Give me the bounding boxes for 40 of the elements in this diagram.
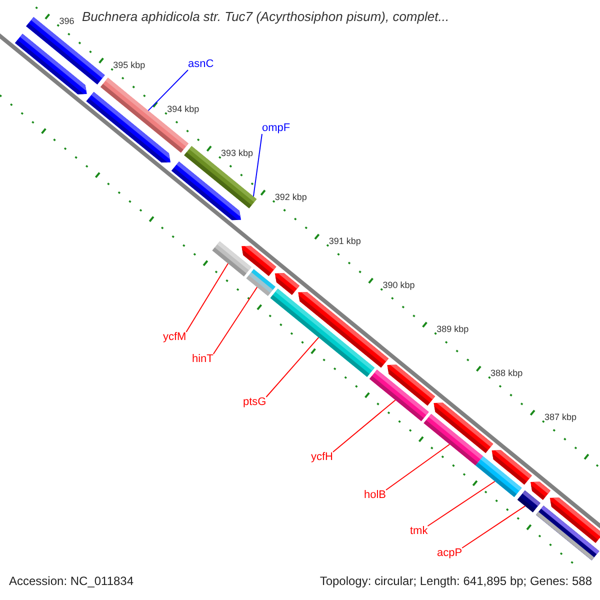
- scale-label: 388 kbp: [490, 369, 523, 378]
- scale-label: 392 kbp: [274, 193, 307, 202]
- gene-bar: [517, 490, 540, 512]
- gene-label: ycfH: [311, 452, 333, 463]
- scale-label: 394 kbp: [167, 105, 200, 114]
- gene-label: ycfM: [163, 332, 186, 343]
- scale-label: 396: [59, 17, 74, 26]
- leader-line: [148, 70, 188, 112]
- leader-line: [332, 400, 396, 452]
- gene-bar: [476, 456, 522, 498]
- leader-line: [386, 444, 450, 490]
- gene-label: ompF: [262, 123, 290, 134]
- leader-line: [212, 286, 258, 354]
- gene-block: [14, 34, 87, 94]
- scale-label: 390 kbp: [382, 281, 415, 290]
- scale-label: 389 kbp: [436, 325, 469, 334]
- leader-line: [462, 506, 526, 548]
- scale-label: 395 kbp: [113, 61, 146, 70]
- gene-block: [171, 161, 242, 220]
- gene-bar: [369, 370, 429, 422]
- gene-bar: [536, 506, 600, 560]
- gene-bar: [246, 269, 276, 296]
- leader-line: [186, 262, 229, 332]
- gene-bar: [270, 288, 375, 377]
- gene-label: holB: [364, 490, 386, 501]
- gene-bar: [424, 414, 484, 466]
- gene-label: ptsG: [243, 397, 266, 408]
- scale-label: 391 kbp: [328, 237, 361, 246]
- gene-label: acpP: [437, 548, 462, 559]
- title: Buchnera aphidicola str. Tuc7 (Acyrthosiphon pisum), complet...: [82, 9, 450, 26]
- gene-label: hinT: [192, 354, 214, 365]
- scale-label: 393 kbp: [220, 149, 254, 158]
- gene-label: tmk: [410, 526, 428, 537]
- gene-bar: [212, 241, 252, 276]
- scale-label: 387 kbp: [544, 413, 576, 422]
- gene-label: asnC: [188, 59, 214, 70]
- genome-info-text: Topology: circular; Length: 641,895 bp; Genes: 588: [320, 575, 592, 587]
- leader-line: [427, 480, 496, 526]
- leader-line: [266, 336, 320, 398]
- accession-text: Accession: NC_011834: [9, 575, 134, 587]
